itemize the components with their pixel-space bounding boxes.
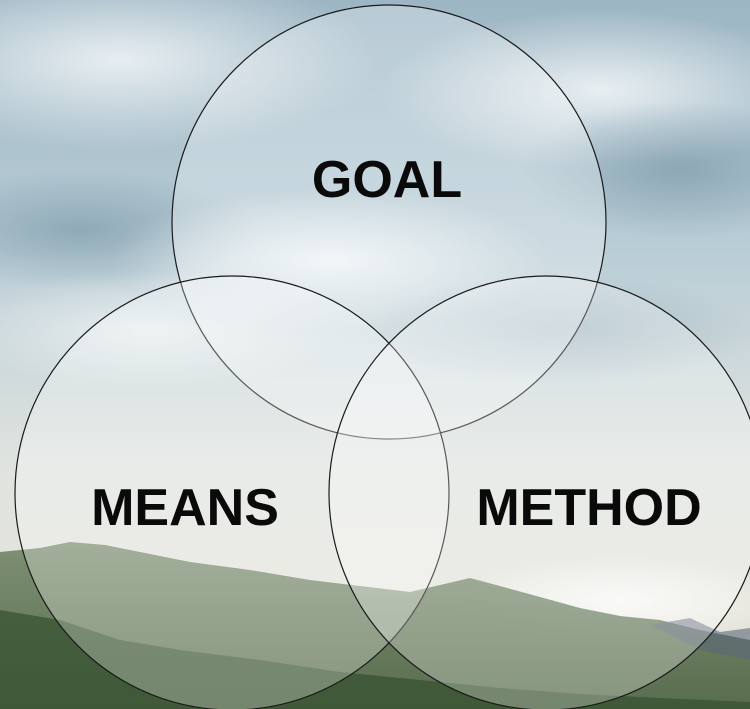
circle-means (14, 275, 450, 709)
circle-method (328, 275, 750, 709)
goal-label: GOAL (312, 151, 462, 209)
mountain-range (0, 542, 750, 709)
method-label: METHOD (476, 479, 701, 537)
means-label: MEANS (91, 479, 279, 537)
circle-goal (171, 4, 607, 440)
